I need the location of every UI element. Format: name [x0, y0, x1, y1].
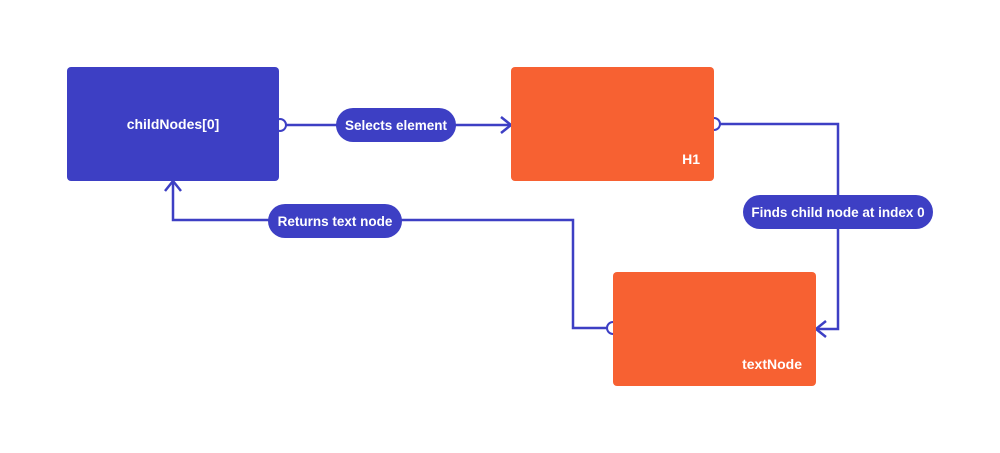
arrowhead-textnode	[813, 320, 827, 338]
edge-label-returns-text-node: Returns text node	[268, 204, 402, 238]
node-textnode-label: textNode	[742, 356, 802, 372]
node-childnodes-label: childNodes[0]	[126, 116, 220, 132]
node-h1[interactable]: H1	[511, 67, 714, 181]
connector-returns	[171, 181, 607, 330]
node-h1-label: H1	[682, 151, 700, 167]
edge-label-finds-child-node: Finds child node at index 0	[743, 195, 933, 229]
edge-label-selects-element: Selects element	[336, 108, 456, 142]
node-textnode[interactable]: textNode	[613, 272, 816, 386]
node-childnodes[interactable]: childNodes[0]	[67, 67, 279, 181]
arrowhead-childnodes	[164, 178, 182, 192]
